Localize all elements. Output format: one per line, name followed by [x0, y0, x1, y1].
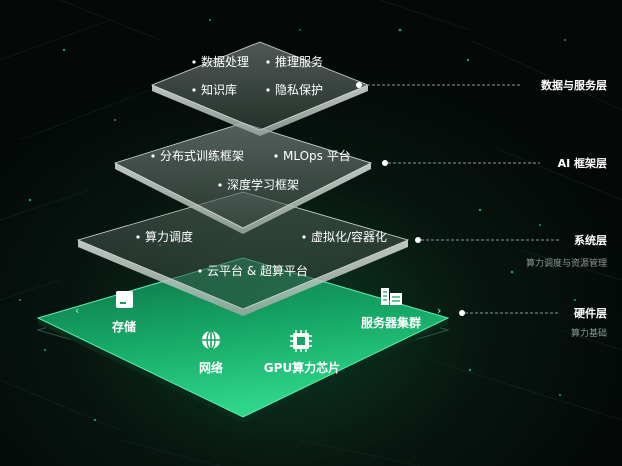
hardware-item-gpu: GPU算力芯片: [264, 360, 340, 375]
callout-hardware: 硬件层 算力基础: [459, 306, 607, 339]
ai-layer-top: [113, 122, 373, 229]
layer-sublabel-hardware: 算力基础: [571, 327, 607, 339]
layer-label-hardware: 硬件层: [574, 306, 607, 320]
globe-network-icon: [202, 330, 220, 350]
callout-system: 系统层 算力调度与资源管理: [415, 233, 607, 269]
hardware-item-server-cluster: 服务器集群: [361, 315, 421, 330]
data-item-knowledge-base: 知识库: [201, 82, 237, 97]
data-service-layer: 数据处理 推理服务 知识库 隐私保护: [150, 41, 370, 136]
callout-ai: AI 框架层: [382, 156, 607, 170]
system-item-cloud-hpc: 云平台 & 超算平台: [207, 263, 308, 278]
ai-item-distributed-training: 分布式训练框架: [160, 148, 244, 163]
hardware-item-network: 网络: [199, 360, 223, 375]
data-item-processing: 数据处理: [201, 54, 249, 69]
hardware-layer: ‹ › 存储 网络 GPU算力芯片 服务器集群: [36, 257, 450, 423]
callout-data: 数据与服务层: [356, 78, 607, 92]
system-item-scheduling: 算力调度: [145, 229, 193, 244]
layer-label-ai-framework: AI 框架层: [558, 156, 607, 170]
system-item-virtualization: 虚拟化/容器化: [311, 229, 387, 244]
storage-drive-icon: [116, 291, 133, 308]
system-layer: 算力调度 虚拟化/容器化 云平台 & 超算平台: [76, 191, 410, 316]
layer-label-system: 系统层: [574, 233, 607, 247]
ai-framework-layer: 分布式训练框架 MLOps 平台 深度学习框架: [113, 122, 373, 234]
data-item-inference: 推理服务: [275, 54, 323, 69]
ai-item-deep-learning: 深度学习框架: [227, 177, 299, 192]
hardware-item-storage: 存储: [111, 319, 136, 334]
left-arrow-icon: ‹: [75, 304, 79, 317]
right-arrow-icon: ›: [437, 304, 441, 317]
system-layer-top: [76, 191, 410, 310]
ai-item-mlops: MLOps 平台: [283, 148, 351, 163]
server-rack-icon: [381, 288, 402, 305]
layer-label-data-service: 数据与服务层: [541, 78, 607, 92]
chip-icon: [290, 330, 312, 352]
data-item-privacy: 隐私保护: [275, 83, 323, 97]
layer-sublabel-system: 算力调度与资源管理: [526, 257, 607, 269]
